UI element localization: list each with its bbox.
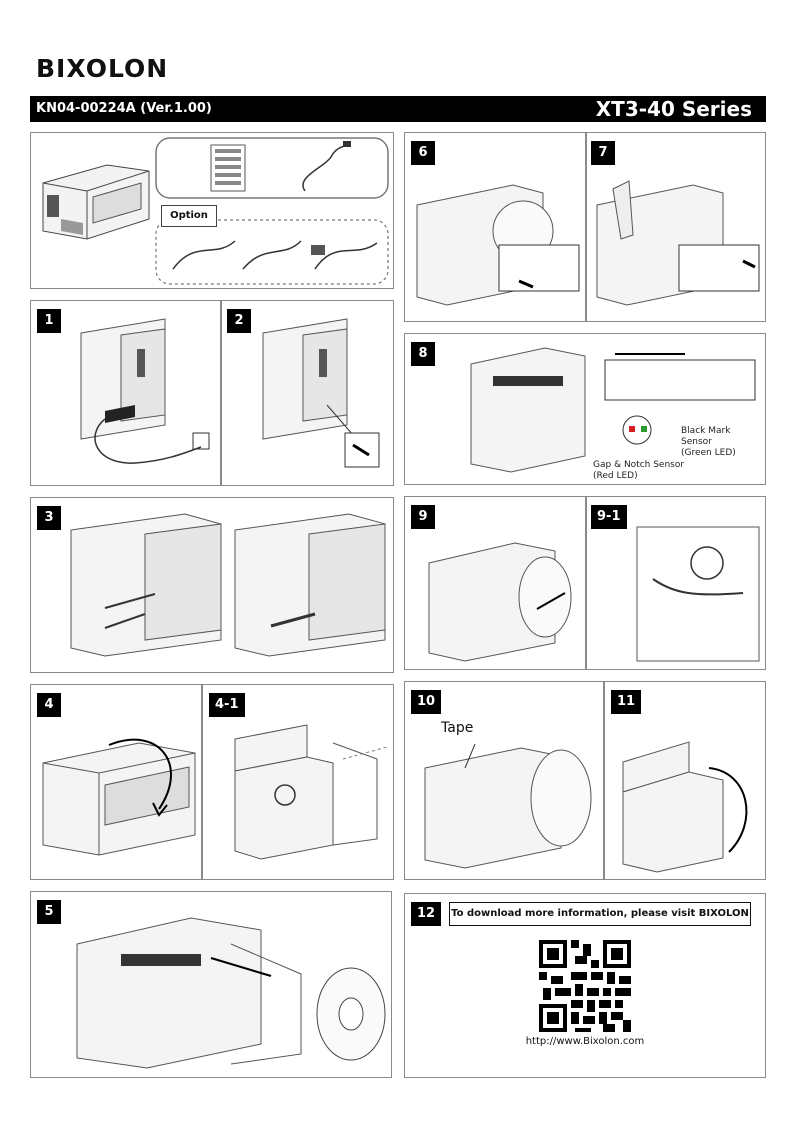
black-mark-caption: Black Mark Sensor (Green LED) xyxy=(681,426,736,458)
step-8-panel: 8 Black Mark Sensor (Green LED) Gap & No… xyxy=(404,333,766,485)
step-11-badge: 11 xyxy=(611,690,642,714)
step-3-badge: 3 xyxy=(37,506,61,530)
close-cover-illustration xyxy=(619,722,763,874)
option-label: Option xyxy=(161,205,217,227)
step-4-badge: 4 xyxy=(37,693,61,717)
step-1-2-panel: 1 2 xyxy=(30,300,394,486)
open-printhead-illustration xyxy=(227,719,391,869)
step-4-1-badge: 4-1 xyxy=(209,693,245,717)
ribbon-tape-illustration xyxy=(421,738,599,874)
step-3-panel: 3 xyxy=(30,497,394,673)
step-4-panel: 4 4-1 xyxy=(30,684,394,880)
download-instruction: To download more information, please vis… xyxy=(449,902,751,926)
accessory-bubble xyxy=(155,137,389,199)
step-10-badge: 10 xyxy=(411,690,442,714)
document-number: KN04-00224A (Ver.1.00) xyxy=(36,101,212,116)
step-6-7-panel: 6 7 xyxy=(404,132,766,322)
qr-code[interactable] xyxy=(539,940,631,1032)
gap-notch-caption: Gap & Notch Sensor (Red LED) xyxy=(593,460,685,481)
bixolon-logo: BIXOLON xyxy=(36,54,169,83)
media-path-illustration xyxy=(633,523,763,665)
option-bubble xyxy=(155,219,389,285)
step-9-badge: 9 xyxy=(411,505,435,529)
open-cover-illustration xyxy=(39,725,199,865)
step-12-badge: 12 xyxy=(411,902,442,926)
step-8-badge: 8 xyxy=(411,342,435,366)
download-url[interactable]: http://www.Bixolon.com xyxy=(525,1036,645,1047)
step-1-badge: 1 xyxy=(37,309,61,333)
power-switch-illustration xyxy=(257,315,391,475)
ribbon-lever-illustration xyxy=(413,175,581,315)
step-7-badge: 7 xyxy=(591,141,615,165)
step-12-panel: 12 To download more information, please … xyxy=(404,893,766,1078)
step-6-badge: 6 xyxy=(411,141,435,165)
printer-illustration xyxy=(37,157,155,247)
tape-label: Tape xyxy=(441,720,474,736)
head-lever-illustration xyxy=(593,175,761,315)
power-cable-illustration xyxy=(75,315,211,475)
step-5-panel: 5 xyxy=(30,891,392,1078)
package-contents-panel: Option xyxy=(30,132,394,289)
load-roll-illustration xyxy=(425,533,581,665)
title-bar: KN04-00224A (Ver.1.00) XT3-40 Series xyxy=(30,96,766,122)
step-2-badge: 2 xyxy=(227,309,251,333)
interface-cable-illustration xyxy=(65,508,389,664)
step-9-panel: 9 9-1 xyxy=(404,496,766,670)
step-10-11-panel: 10 Tape 11 xyxy=(404,681,766,880)
media-roll-illustration xyxy=(71,904,387,1072)
step-9-1-badge: 9-1 xyxy=(591,505,627,529)
sensor-position-illustration xyxy=(465,340,761,480)
series-name: XT3-40 Series xyxy=(595,97,752,121)
step-5-badge: 5 xyxy=(37,900,61,924)
